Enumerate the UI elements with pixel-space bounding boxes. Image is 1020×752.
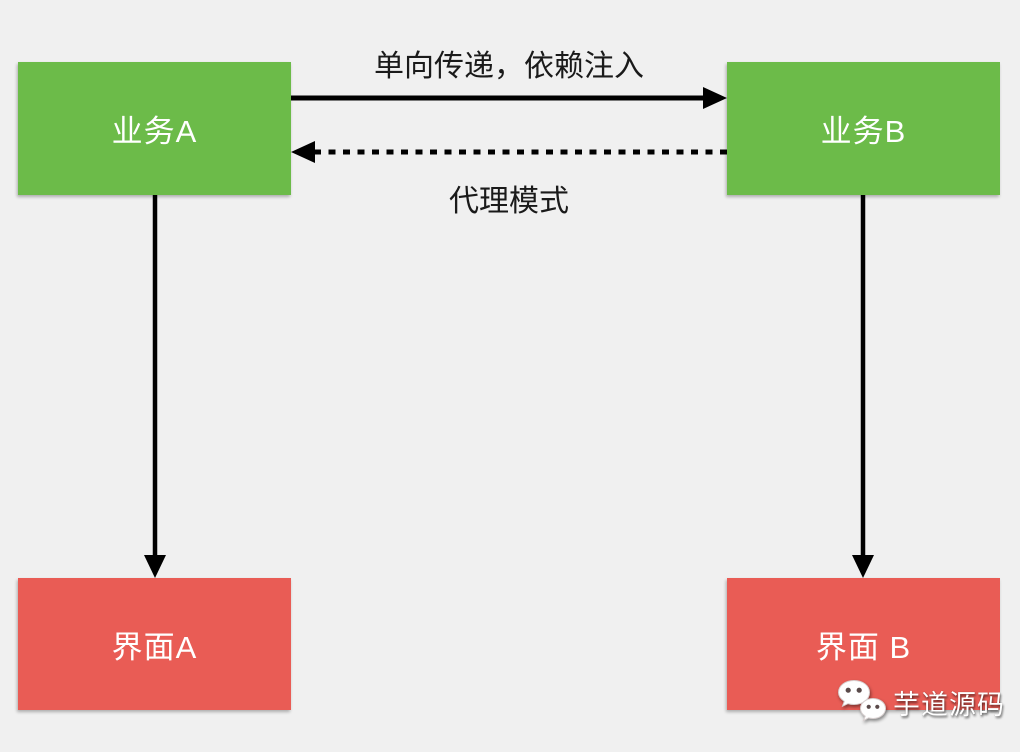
node-ui-b-label: 界面 B (815, 629, 912, 665)
arrow-solid-a-to-b (291, 87, 727, 109)
node-ui-a: 界面A (18, 578, 291, 710)
watermark-text: 芋道源码 (893, 689, 1005, 720)
watermark: 芋道源码 (833, 678, 1005, 726)
node-service-a: 业务A (18, 62, 291, 195)
node-ui-a-label: 界面A (111, 629, 198, 665)
arrow-dashed-b-to-a (291, 141, 727, 163)
node-service-a-label: 业务A (111, 114, 198, 149)
edge-label-dependency-injection: 单向传递，依赖注入 (374, 50, 644, 83)
node-service-b: 业务B (727, 62, 1000, 195)
edge-label-proxy-pattern: 代理模式 (449, 185, 569, 218)
wechat-icon (837, 679, 887, 722)
arrow-a-down (144, 195, 166, 578)
node-service-b-label: 业务B (820, 114, 907, 149)
arrow-b-down (852, 195, 874, 578)
